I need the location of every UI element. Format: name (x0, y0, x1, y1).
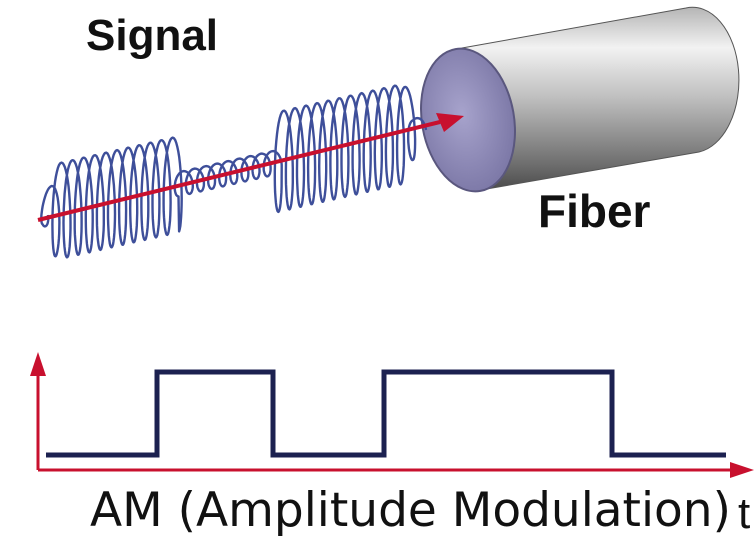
time-axis-label: t (738, 489, 751, 538)
amplitude-axis-arrow (30, 352, 46, 376)
fiber-label: Fiber (538, 185, 651, 237)
time-axis-arrow (730, 462, 754, 478)
signal-label: Signal (86, 11, 219, 60)
diagram-caption: AM (Amplitude Modulation) (90, 483, 731, 538)
time-axes (30, 352, 754, 478)
am-pulse-train (46, 369, 726, 458)
fiber-cylinder-icon (420, 6, 740, 193)
fiber-body (461, 6, 740, 192)
signal-arrow (37, 113, 464, 222)
